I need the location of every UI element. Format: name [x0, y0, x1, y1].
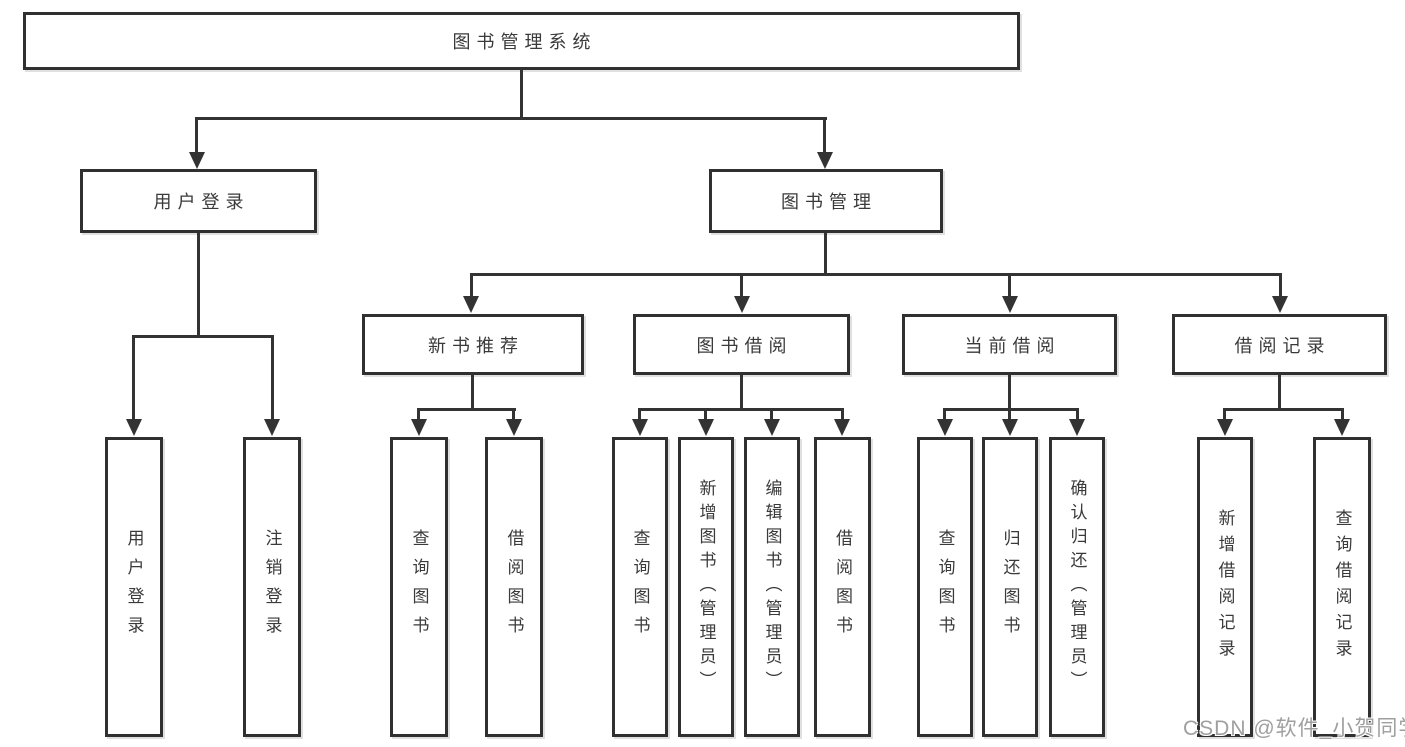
node-book-borrow: 图书借阅	[633, 314, 850, 375]
arrowhead-borrow1	[506, 419, 522, 436]
csdn-watermark: CSDN @软件_小贺同学	[1183, 717, 1405, 740]
connector-stem-borrow2	[841, 408, 844, 421]
arrowhead-borrow-records	[1272, 296, 1288, 313]
connector-stem-edit-books	[770, 408, 773, 421]
node-user-login: 用户登录	[80, 169, 317, 233]
connector-stem-new-book	[470, 273, 473, 298]
arrowhead-user-login	[189, 152, 205, 169]
node-leaf-query-books-borrow: 查询图书	[612, 437, 668, 737]
connector-newbook-drop	[471, 375, 474, 408]
arrowhead-leaf-login	[126, 419, 142, 436]
node-current-borrow: 当前借阅	[902, 314, 1117, 375]
arrowhead-borrow2	[834, 419, 850, 436]
connector-stem-borrow1	[512, 408, 515, 421]
connector-userlogin-drop	[197, 233, 200, 335]
node-book-borrow-label: 图书借阅	[696, 335, 793, 356]
node-leaf-query-books-current: 查询图书	[917, 437, 973, 737]
arrowhead-query2	[632, 419, 648, 436]
arrowhead-query-record	[1334, 419, 1350, 436]
node-leaf-query-books-recommend-label: 查询图书	[409, 529, 429, 645]
node-leaf-confirm-return-admin: 确认归还（管理员）	[1049, 437, 1105, 737]
connector-stem-query2	[638, 408, 641, 421]
node-leaf-return-books: 归还图书	[982, 437, 1038, 737]
node-leaf-borrow-books-borrow-label: 借阅图书	[833, 529, 852, 645]
node-leaf-logout: 注销登录	[243, 437, 301, 737]
connector-borrowrecords-drop	[1278, 375, 1281, 408]
arrowhead-new-book	[463, 296, 479, 313]
node-leaf-query-books-borrow-label: 查询图书	[630, 529, 650, 645]
arrowhead-current-borrow	[1002, 296, 1018, 313]
node-root-label: 图书管理系统	[452, 32, 597, 52]
node-new-book-recommend: 新书推荐	[362, 314, 584, 375]
node-new-book-recommend-label: 新书推荐	[428, 335, 524, 356]
connector-stem-query3	[943, 408, 946, 421]
arrowhead-query1	[411, 419, 427, 436]
connector-stem-query1	[417, 408, 420, 421]
node-leaf-query-books-recommend: 查询图书	[390, 437, 448, 737]
connector-bookborrow-drop	[740, 375, 743, 408]
node-leaf-borrow-books-recommend: 借阅图书	[485, 437, 543, 737]
connector-stem-book-management	[823, 117, 826, 153]
connector-stem-leaf-logout	[271, 335, 274, 420]
node-leaf-add-borrow-record-label: 新增借阅记录	[1215, 509, 1235, 665]
connector-borrowrecords-span	[1223, 408, 1344, 411]
node-leaf-query-books-current-label: 查询图书	[935, 529, 955, 645]
connector-root-span	[195, 117, 827, 120]
connector-stem-return-books	[1008, 408, 1011, 421]
connector-stem-query-record	[1341, 408, 1344, 421]
connector-stem-confirm-return	[1076, 408, 1079, 421]
arrowhead-return-books	[1002, 419, 1018, 436]
arrowhead-add-books	[698, 419, 714, 436]
connector-currentborrow-drop	[1008, 375, 1011, 408]
arrowhead-confirm-return	[1069, 419, 1085, 436]
connector-currentborrow-span	[943, 408, 1079, 411]
node-leaf-edit-books-admin: 编辑图书（管理员）	[744, 437, 800, 737]
node-user-login-label: 用户登录	[153, 192, 250, 212]
node-current-borrow-label: 当前借阅	[964, 335, 1061, 356]
node-book-management: 图书管理	[709, 169, 943, 233]
node-leaf-confirm-return-admin-label: 确认归还（管理员）	[1067, 479, 1087, 695]
node-leaf-query-borrow-record: 查询借阅记录	[1313, 437, 1371, 737]
node-leaf-query-borrow-record-label: 查询借阅记录	[1332, 509, 1352, 665]
connector-newbook-span	[417, 408, 516, 411]
node-leaf-logout-label: 注销登录	[262, 529, 282, 645]
arrowhead-query3	[937, 419, 953, 436]
connector-stem-add-books	[704, 408, 707, 421]
node-root-library-system: 图书管理系统	[23, 12, 1020, 70]
node-leaf-return-books-label: 归还图书	[1000, 529, 1020, 645]
node-leaf-borrow-books-recommend-label: 借阅图书	[504, 529, 524, 645]
node-borrow-records: 借阅记录	[1172, 314, 1387, 375]
arrowhead-leaf-logout	[264, 419, 280, 436]
connector-bookborrow-span	[638, 408, 844, 411]
connector-stem-leaf-login	[132, 335, 135, 420]
node-leaf-add-books-admin: 新增图书（管理员）	[678, 437, 734, 737]
node-borrow-records-label: 借阅记录	[1234, 335, 1331, 356]
node-leaf-borrow-books-borrow: 借阅图书	[814, 437, 871, 737]
connector-bookmgmt-drop	[824, 233, 827, 273]
connector-stem-add-record	[1223, 408, 1226, 421]
connector-stem-user-login	[195, 117, 198, 153]
connector-bookmgmt-span	[470, 273, 1282, 276]
arrowhead-book-borrow	[734, 296, 750, 313]
node-leaf-user-login: 用户登录	[105, 437, 163, 737]
node-leaf-add-borrow-record: 新增借阅记录	[1197, 437, 1253, 737]
connector-stem-current-borrow	[1008, 273, 1011, 298]
node-leaf-add-books-admin-label: 新增图书（管理员）	[696, 479, 716, 695]
connector-userlogin-span	[132, 335, 274, 338]
connector-stem-book-borrow	[740, 273, 743, 298]
connector-root-drop	[520, 69, 523, 117]
node-leaf-edit-books-admin-label: 编辑图书（管理员）	[762, 479, 782, 695]
node-leaf-user-login-label: 用户登录	[124, 529, 144, 645]
arrowhead-add-record	[1217, 419, 1233, 436]
node-book-management-label: 图书管理	[781, 192, 877, 212]
connector-stem-borrow-records	[1279, 273, 1282, 298]
arrowhead-book-management	[817, 152, 833, 169]
arrowhead-edit-books	[764, 419, 780, 436]
